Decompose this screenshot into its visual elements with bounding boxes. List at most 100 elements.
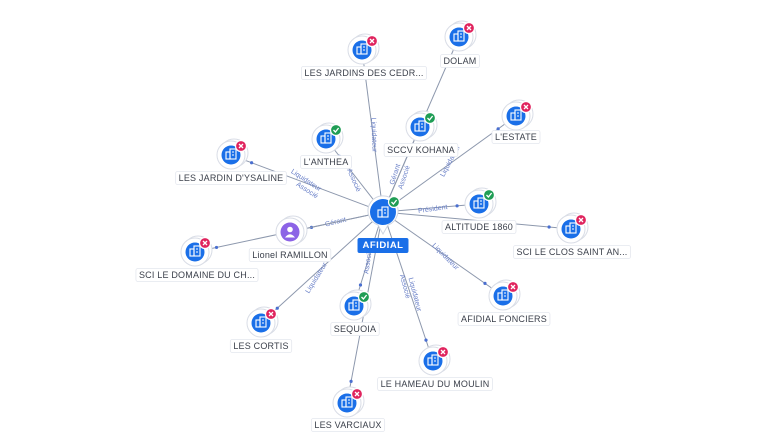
building-icon: [510, 109, 522, 121]
building-icon: [565, 222, 577, 234]
center-label-bg: [357, 238, 409, 253]
node-label-bg: [491, 130, 541, 144]
person-icon: [285, 226, 295, 238]
cross-badge-icon: [574, 213, 588, 227]
edge-label: Liquidateur: [430, 242, 460, 272]
edge-arrow-icon: [358, 283, 363, 287]
building-icon: [427, 354, 439, 366]
building-icon: [255, 316, 267, 328]
cross-badge-icon: [365, 34, 379, 48]
node-label-bg: [248, 248, 332, 262]
node-label-text: L'ESTATE: [495, 132, 537, 142]
check-badge-icon: [329, 123, 343, 137]
node-label-text: LE HAMEAU DU MOULIN: [381, 379, 490, 389]
node-afidial-fonciers[interactable]: AFIDIAL FONCIERS: [457, 279, 551, 326]
check-badge-icon: [387, 195, 401, 209]
node-label-bg: [301, 66, 427, 80]
node-cortis[interactable]: LES CORTIS: [229, 306, 293, 353]
node-label-text: SCI LE DOMAINE DU CH...: [139, 270, 255, 280]
check-badge-icon: [357, 290, 371, 304]
node-sccv-kohana[interactable]: SCCV KOHANA: [383, 110, 459, 157]
edge-arrow-icon: [547, 225, 551, 229]
edge-label: Associé: [345, 168, 361, 193]
cross-badge-icon: [234, 139, 248, 153]
edge-arrow-icon: [424, 338, 428, 342]
node-label: SEQUOIA: [330, 322, 380, 336]
cross-badge-icon: [264, 307, 278, 321]
node-label: L'ANTHEA: [300, 155, 352, 169]
node-label: ALTITUDE 1860: [441, 220, 517, 234]
node-label: LE HAMEAU DU MOULIN: [377, 377, 493, 391]
node-label-text: LES CORTIS: [233, 341, 288, 351]
node-label: SCI LE DOMAINE DU CH...: [135, 268, 259, 282]
edge-line: [260, 211, 384, 324]
node-label-text: DOLAM: [443, 56, 476, 66]
node-label: SCI LE CLOS SAINT AN...: [513, 245, 631, 259]
node-jardin-ysaline[interactable]: LES JARDIN D'YSALINE: [175, 138, 287, 185]
cross-badge-icon: [506, 280, 520, 294]
nodes-layer: LES JARDINS DES CEDR... DOLAM L'ESTATE SCCV…: [135, 20, 631, 432]
edge-line: [382, 211, 434, 362]
node-label: LES CORTIS: [229, 339, 293, 353]
edge-arrow-icon: [349, 379, 353, 383]
center-node[interactable]: AFIDIAL: [357, 195, 409, 253]
edge-arrow-icon: [214, 245, 219, 250]
node-label: Lionel RAMILLON: [248, 248, 332, 262]
edge-label: Liquidateur: [305, 261, 330, 295]
node-label-bg: [135, 268, 259, 282]
edge-arrow-icon: [496, 127, 500, 131]
building-icon: [189, 245, 201, 257]
node-label-bg: [175, 171, 287, 185]
node-varciaux[interactable]: LES VARCIAUX: [310, 386, 386, 432]
node-label: LES JARDIN D'YSALINE: [175, 171, 287, 185]
node-label-bg: [383, 143, 459, 157]
cross-badge-icon: [462, 21, 476, 35]
node-label-bg: [377, 377, 493, 391]
edge-line: [230, 154, 384, 213]
node-lionel[interactable]: Lionel RAMILLON: [248, 215, 332, 262]
node-anthea[interactable]: L'ANTHEA: [300, 122, 352, 169]
node-dolam[interactable]: DOLAM: [440, 20, 480, 68]
node-label-text: LES VARCIAUX: [314, 420, 381, 430]
edge-line: [382, 211, 504, 297]
node-estate[interactable]: L'ESTATE: [491, 99, 541, 144]
node-label-bg: [441, 220, 517, 234]
node-sequoia[interactable]: SEQUOIA: [330, 289, 380, 336]
edge-altitude: Président: [382, 203, 480, 215]
building-icon: [453, 30, 465, 42]
edge-arrow-icon: [483, 281, 487, 285]
building-icon: [320, 132, 332, 144]
node-label-text: L'ANTHEA: [304, 157, 349, 167]
node-hameau[interactable]: LE HAMEAU DU MOULIN: [377, 344, 493, 391]
check-badge-icon: [423, 111, 437, 125]
node-clos-saint[interactable]: SCI LE CLOS SAINT AN...: [513, 212, 631, 259]
edge-arrow-icon: [249, 161, 254, 165]
edge-line: [382, 203, 480, 213]
building-icon: [225, 148, 237, 160]
node-altitude[interactable]: ALTITUDE 1860: [441, 187, 517, 234]
building-icon: [348, 299, 360, 311]
node-label-text: SEQUOIA: [334, 324, 376, 334]
node-label: AFIDIAL FONCIERS: [457, 312, 551, 326]
building-icon: [414, 120, 426, 132]
node-label-bg: [440, 54, 480, 68]
check-badge-icon: [482, 188, 496, 202]
node-label: SCCV KOHANA: [383, 143, 459, 157]
node-label-text: Lionel RAMILLON: [252, 250, 328, 260]
node-label-bg: [300, 155, 352, 169]
building-icon: [473, 197, 485, 209]
building-icon: [341, 396, 353, 408]
node-label-text: SCCV KOHANA: [387, 145, 455, 155]
node-label-text: SCI LE CLOS SAINT AN...: [517, 247, 628, 257]
node-jardins-cedr[interactable]: LES JARDINS DES CEDR...: [301, 33, 427, 80]
building-icon: [497, 289, 509, 301]
node-domaine[interactable]: SCI LE DOMAINE DU CH...: [135, 235, 259, 282]
node-label-text: AFIDIAL FONCIERS: [461, 314, 547, 324]
edges-layer: LiquidateurLiquidateurGérantAssociéAssoc…: [194, 36, 572, 404]
node-label: LES VARCIAUX: [310, 418, 386, 432]
edge-label: Liquidateur: [369, 118, 377, 154]
node-label-bg: [229, 339, 293, 353]
node-label-bg: [513, 245, 631, 259]
